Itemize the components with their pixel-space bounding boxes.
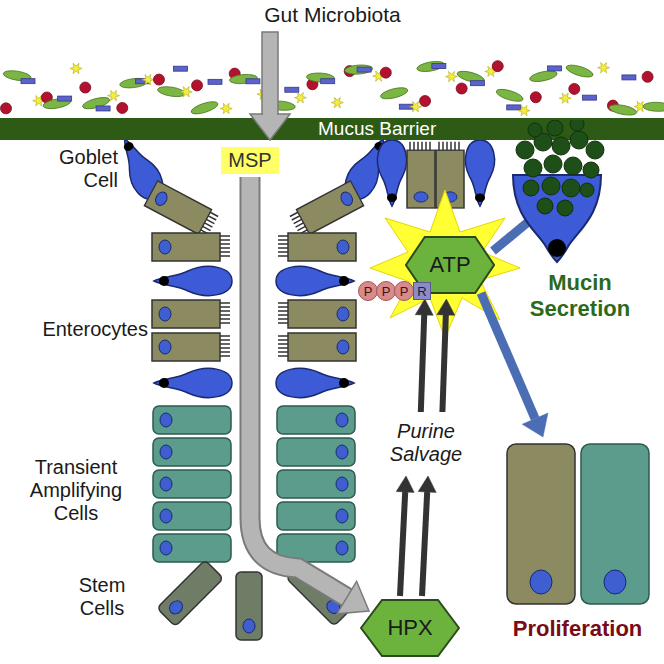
- connector: [250, 177, 369, 614]
- node-text: Mucin Secretion: [505, 270, 655, 322]
- polygon: [559, 93, 571, 103]
- rect: [58, 96, 72, 101]
- ellipse: [456, 69, 485, 85]
- arrow-shaft: [493, 221, 530, 251]
- rect: [246, 79, 260, 84]
- proliferating-cells: Proliferation: [495, 440, 660, 655]
- node-text: HPX: [387, 615, 432, 641]
- rect: [470, 81, 484, 86]
- ellipse: [495, 87, 524, 104]
- node-text: P: [400, 284, 409, 299]
- rect: [173, 66, 187, 71]
- phosphate-circle: P: [358, 281, 378, 301]
- hpx-hexagon: HPX: [360, 598, 460, 658]
- node-text: ATP: [429, 252, 470, 278]
- rect: [357, 67, 371, 72]
- arrowhead: [415, 299, 433, 315]
- rect: [583, 95, 597, 100]
- circle: [380, 67, 391, 78]
- polygon: [220, 103, 232, 113]
- circle: [642, 71, 653, 82]
- crypt-right: [276, 132, 396, 562]
- mucus-band: Mucus Barrier: [0, 118, 664, 140]
- edge-label: Purine Salvage: [370, 420, 482, 466]
- rect: [321, 79, 335, 84]
- node-text: Proliferation: [495, 616, 660, 642]
- circle: [530, 92, 541, 103]
- polygon: [142, 75, 154, 85]
- polygon: [331, 97, 343, 107]
- ellipse: [42, 97, 71, 111]
- crypt-left: [112, 132, 232, 562]
- microbiota: [1, 60, 664, 117]
- circle: [80, 82, 91, 93]
- rect: [285, 87, 299, 92]
- circle: [192, 80, 203, 91]
- node-text: P: [364, 284, 373, 299]
- rect: [507, 105, 521, 110]
- villus-cells: [377, 140, 494, 208]
- circle: [456, 83, 467, 94]
- arrow-shaft: [481, 293, 535, 419]
- polygon: [446, 71, 458, 81]
- polygon: [70, 63, 82, 73]
- polygon: [598, 63, 610, 73]
- polygon: [180, 87, 192, 97]
- ellipse: [379, 86, 408, 102]
- polygon: [518, 105, 530, 115]
- ellipse: [643, 102, 664, 112]
- ellipse: [565, 63, 594, 80]
- circle: [492, 61, 503, 72]
- msp-box: MSP: [221, 147, 279, 174]
- circle: [569, 83, 580, 94]
- arrow-shaft: [442, 315, 445, 412]
- rect: [622, 75, 636, 80]
- cell-label: Goblet Cell: [20, 146, 118, 192]
- cell-label: Enterocytes: [6, 318, 148, 341]
- polygon: [294, 93, 306, 103]
- arrow-shaft: [422, 492, 427, 596]
- arrow-shaft: [250, 177, 348, 599]
- rect: [548, 66, 562, 71]
- arrowhead: [396, 476, 414, 492]
- goblet-cell: Mucin Secretion: [505, 120, 655, 335]
- circle: [117, 102, 128, 113]
- polygon: [108, 90, 120, 100]
- ellipse: [416, 60, 445, 74]
- phosphate-circle: P: [394, 281, 414, 301]
- ellipse: [608, 103, 637, 117]
- arrow-outline: [250, 177, 348, 599]
- ellipse: [267, 100, 296, 111]
- arrowhead: [418, 476, 436, 492]
- rect: [96, 106, 110, 111]
- arrow-shaft: [421, 315, 424, 412]
- arrow-shaft: [400, 492, 405, 596]
- ellipse: [81, 95, 110, 111]
- rect: [432, 64, 446, 69]
- cell-label: Transient Amplifying Cells: [10, 456, 142, 525]
- rect: [21, 79, 35, 84]
- arrowhead: [437, 299, 455, 315]
- ellipse: [306, 72, 334, 82]
- phosphate-circle: P: [376, 281, 396, 301]
- polygon: [257, 89, 269, 99]
- arrowhead: [337, 581, 369, 614]
- node-text: P: [382, 284, 391, 299]
- node-text: R: [417, 284, 426, 299]
- cell-label: Stem Cells: [60, 574, 144, 620]
- title-label: Gut Microbiota: [240, 3, 425, 26]
- circle: [153, 74, 164, 85]
- node-text: MSP: [228, 149, 271, 172]
- circle: [1, 103, 12, 114]
- node-text: Mucus Barrier: [318, 118, 436, 140]
- ellipse: [344, 64, 373, 75]
- ellipse: [190, 99, 219, 116]
- ribose-square: R: [413, 282, 431, 300]
- rect: [208, 79, 222, 84]
- circle: [420, 96, 431, 107]
